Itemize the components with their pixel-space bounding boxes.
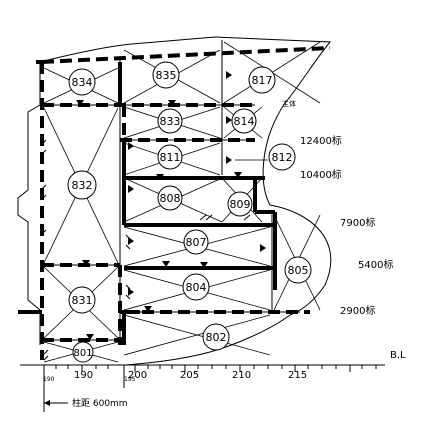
unit-number: 804 (186, 281, 207, 294)
unit-number: 811 (160, 151, 181, 164)
unit-circle (68, 68, 96, 96)
base-axis (20, 364, 385, 412)
dashed-walls (40, 46, 331, 360)
unit-number: 831 (72, 294, 93, 307)
unit-circle (182, 273, 210, 301)
unit-circle (152, 61, 180, 89)
unit-circle (202, 323, 230, 351)
unit-802: 802 (202, 323, 230, 351)
elevation-label: 7900标 (340, 217, 375, 229)
unit-834: 834 (68, 68, 96, 96)
axis-ticks: B.L 190 190 195 200 205 210 215 (43, 350, 406, 383)
unit-804: 804 (182, 273, 210, 301)
elevation-label: 10400标 (300, 169, 342, 181)
unit-circle (72, 341, 94, 363)
axis-name: B.L (390, 350, 406, 361)
elevation-label: 5400标 (358, 259, 393, 271)
unit-811: 811 (157, 144, 183, 170)
unit-number: 807 (186, 236, 207, 249)
unit-circle (67, 170, 97, 200)
unit-807: 807 (183, 229, 209, 255)
tick-label: 195 (124, 376, 136, 383)
unit-832: 832 (67, 170, 97, 200)
unit-number: 801 (73, 348, 92, 359)
elevation-labels: 12400标 10400标 7900标 5400标 2900标 主体 (282, 99, 393, 317)
unit-circle (157, 185, 183, 211)
unit-808: 808 (157, 185, 183, 211)
unit-814: 814 (231, 108, 257, 134)
unit-833: 833 (157, 108, 183, 134)
unit-circle (231, 108, 257, 134)
unit-809: 809 (227, 191, 253, 217)
tick-label: 190 (74, 370, 93, 381)
unit-circle (227, 191, 253, 217)
side-note: 主体 (282, 99, 296, 108)
tick-label: 215 (288, 370, 307, 381)
scale-note-text: 柱距 600mm (72, 397, 128, 409)
unit-805: 805 (284, 256, 312, 284)
unit-812: 812 (268, 143, 296, 171)
unit-number: 808 (160, 192, 181, 205)
tick-label: 200 (128, 370, 147, 381)
unit-number: 835 (156, 69, 177, 82)
tick-label: 205 (180, 370, 199, 381)
elevation-label: 2900标 (340, 305, 375, 317)
scale-note: 柱距 600mm (44, 397, 128, 409)
unit-number: 814 (234, 115, 255, 128)
unit-circle (284, 256, 312, 284)
unit-circle (68, 286, 96, 314)
unit-circle (157, 108, 183, 134)
unit-circle (268, 143, 296, 171)
unit-labels: 834 835 817 833 814 811 812 832 808 809 807 805 831 8… (67, 61, 312, 363)
unit-number: 809 (230, 198, 251, 211)
tick-label: 210 (232, 370, 251, 381)
elevation-label: 12400标 (300, 135, 342, 147)
unit-number: 805 (288, 264, 309, 277)
unit-835: 835 (152, 61, 180, 89)
unit-801: 801 (72, 341, 94, 363)
unit-circle (157, 144, 183, 170)
unit-number: 802 (206, 331, 227, 344)
unit-817: 817 (248, 66, 276, 94)
unit-circle (248, 66, 276, 94)
unit-number: 832 (72, 179, 93, 192)
unit-number: 834 (72, 76, 93, 89)
unit-number: 817 (252, 74, 273, 87)
unit-number: 833 (160, 115, 181, 128)
unit-number: 812 (272, 151, 293, 164)
unit-831: 831 (68, 286, 96, 314)
outer-boundary (17, 36, 332, 366)
unit-circle (183, 229, 209, 255)
tick-label: 190 (43, 376, 55, 383)
direction-markers (76, 71, 266, 340)
